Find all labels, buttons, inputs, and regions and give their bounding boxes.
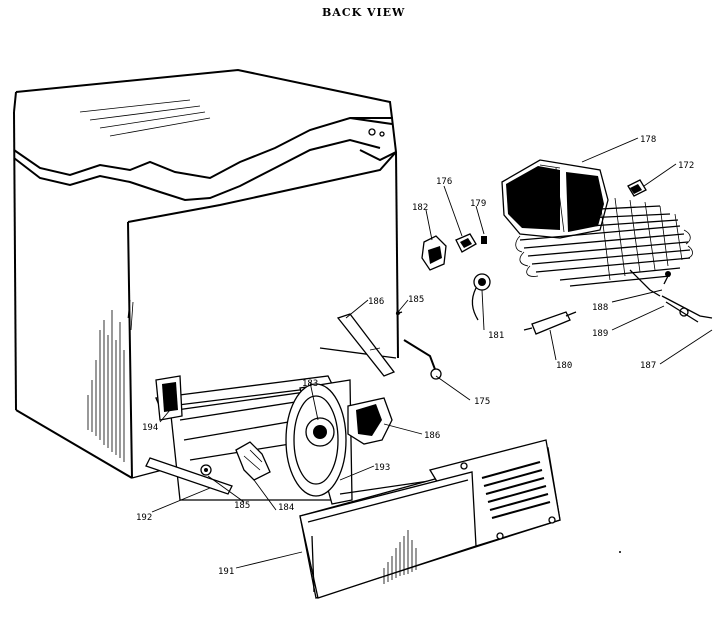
callout-185-lower: 185 [234, 501, 250, 511]
callout-180: 180 [556, 361, 572, 371]
callout-189: 189 [592, 329, 608, 339]
callout-193: 193 [374, 463, 390, 473]
part-180 [523, 311, 577, 335]
part-182 [421, 235, 447, 271]
callout-179: 179 [470, 199, 486, 209]
callout-187: 187 [640, 361, 656, 371]
callout-192: 192 [136, 513, 152, 523]
callout-186-lower: 186 [424, 431, 440, 441]
part-185-upper [395, 311, 403, 315]
compressor-assembly [501, 159, 693, 297]
callout-172: 172 [678, 161, 694, 171]
part-181 [471, 273, 491, 321]
fan-bracket-assembly [145, 375, 437, 505]
callout-185-upper: 185 [408, 295, 424, 305]
callout-labels: 178 172 176 182 179 186 185 188 189 181 … [136, 135, 694, 577]
leader-lines [151, 137, 713, 569]
access-panel-191 [299, 439, 561, 599]
part-175 [403, 339, 442, 380]
callout-183: 183 [302, 379, 318, 389]
callout-178: 178 [640, 135, 656, 145]
part-186-upper [336, 313, 396, 377]
callout-186-upper: 186 [368, 297, 384, 307]
callout-194: 194 [142, 423, 158, 433]
part-176 [455, 233, 477, 253]
part-179 [481, 236, 487, 244]
cabinet [13, 68, 399, 479]
callout-188: 188 [592, 303, 608, 313]
callout-184: 184 [278, 503, 294, 513]
callout-176: 176 [436, 177, 452, 187]
view-title: BACK VIEW [322, 6, 405, 19]
tubing-188-189-187 [661, 271, 713, 323]
callout-181: 181 [488, 331, 504, 341]
callout-182: 182 [412, 203, 428, 213]
callout-191: 191 [218, 567, 234, 577]
callout-175: 175 [474, 397, 490, 407]
